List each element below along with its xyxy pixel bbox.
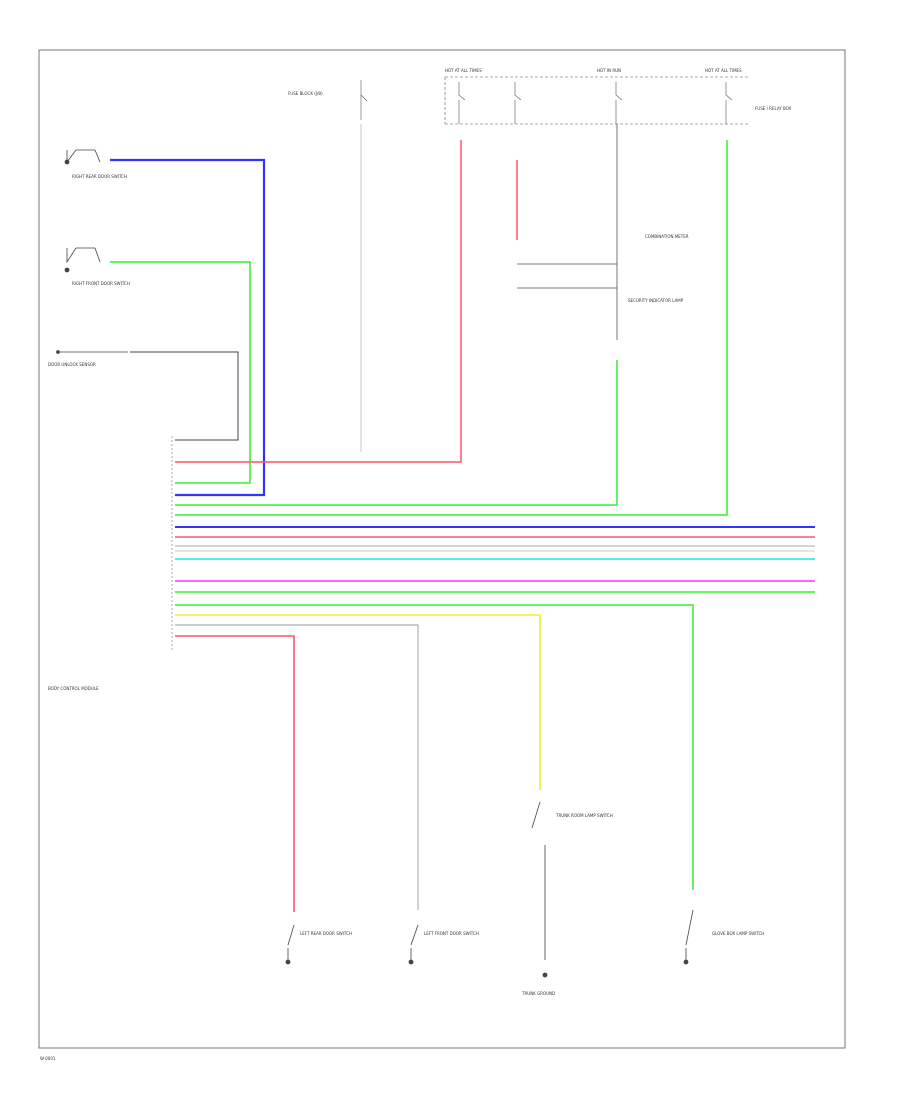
green-wire-indicator	[175, 360, 618, 506]
left-rear-door-switch	[285, 924, 295, 965]
door-unlock-sensor-label: DOOR UNLOCK SENSOR	[48, 362, 96, 367]
diagram-border	[38, 49, 846, 1049]
left-rear-door-switch-label: LEFT REAR DOOR SWITCH	[300, 931, 352, 936]
door-unlock-sensor	[56, 350, 128, 354]
green-wire-top	[110, 261, 251, 484]
red-wire-left-rear	[175, 635, 295, 912]
security-indicator-label: SECURITY INDICATOR LAMP	[628, 298, 684, 303]
fuse-relay-note: FUSE / RELAY BOX	[755, 106, 792, 111]
front-door-switch-label: RIGHT FRONT DOOR SWITCH	[72, 281, 130, 286]
fuse-label-3: HOT AT ALL TIMES	[705, 68, 742, 73]
right-rear-door-switch	[64, 149, 101, 165]
fuse-label-2: HOT IN RUN	[597, 68, 621, 73]
gray-wire-meter	[517, 124, 618, 340]
fuse-label-1: HOT AT ALL TIMES	[445, 68, 482, 73]
junction-box-note: FUSE BLOCK (J/B)	[288, 91, 323, 96]
red-wire-fuse	[175, 140, 462, 463]
gray-wire-left-front	[175, 624, 419, 910]
trunk-lamp-switch-label: TRUNK ROOM LAMP SWITCH	[555, 813, 613, 818]
combination-meter-label: COMBINATION METER	[645, 234, 689, 239]
glove-box-lamp-switch	[683, 909, 694, 965]
trunk-ground-label: TRUNK GROUND	[521, 991, 555, 996]
left-fuse	[360, 80, 368, 120]
blue-wire-top	[110, 158, 266, 497]
gray-wire-unlock	[130, 351, 239, 441]
glove-box-lamp-label: GLOVE BOX LAMP SWITCH	[712, 931, 764, 936]
left-front-door-switch	[408, 924, 419, 965]
green-wire-glovebox	[175, 604, 694, 890]
yellow-wire-trunk	[175, 614, 541, 790]
rear-door-switch-label: RIGHT REAR DOOR SWITCH	[72, 174, 127, 179]
right-front-door-switch	[64, 247, 101, 273]
left-front-door-switch-label: LEFT FRONT DOOR SWITCH	[424, 931, 479, 936]
trunk-lamp-switch	[531, 801, 548, 978]
fuse-block	[444, 76, 750, 125]
green-wire-glovebox-top	[175, 140, 728, 516]
diagram-code: W-0001	[40, 1056, 56, 1061]
bcm-label: BODY CONTROL MODULE	[48, 686, 99, 691]
